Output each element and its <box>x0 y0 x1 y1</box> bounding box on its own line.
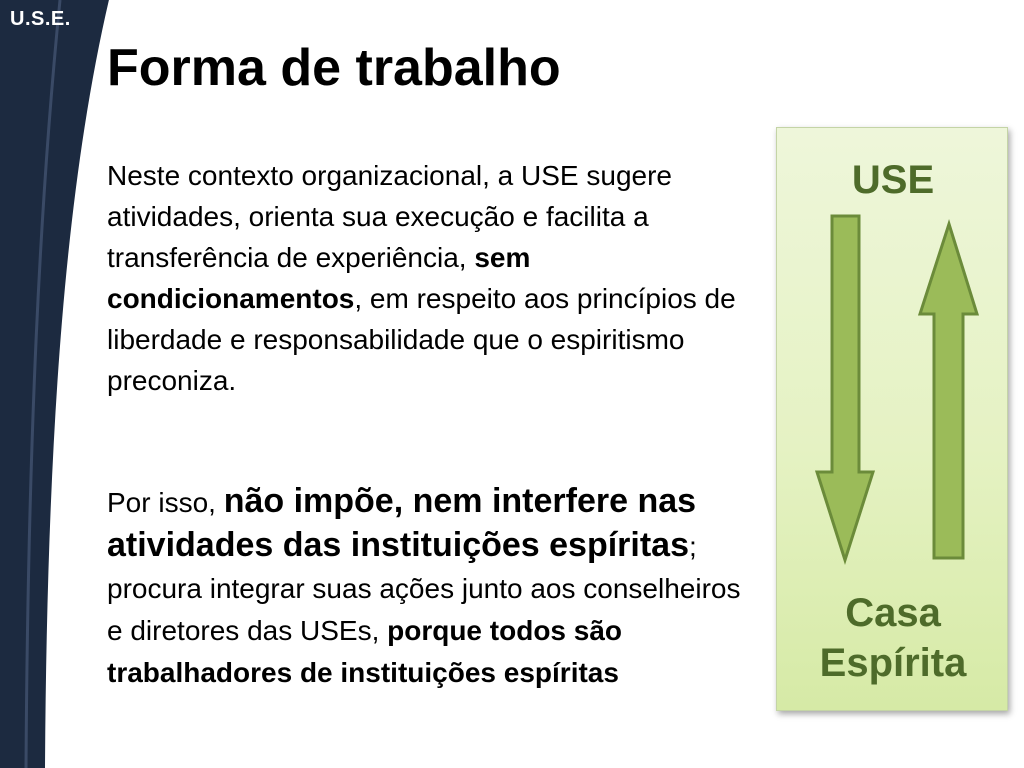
paragraph-context-text-2: , em respeito aos princípios de liberdad… <box>107 283 736 396</box>
casa-label-line-2: Espírita <box>819 641 967 685</box>
arrows-graphic <box>814 214 980 565</box>
paragraph-policy-bold-2: porque todos são trabalhadores de instit… <box>107 615 623 688</box>
paragraph-policy-text-1: Por isso, <box>107 487 224 518</box>
arrow-down-icon <box>814 214 876 565</box>
slide-title: Forma de trabalho <box>107 39 561 97</box>
paragraph-context-bold-1: sem condicionamentos <box>107 242 531 314</box>
use-logo: U.S.E. <box>10 8 71 30</box>
left-decorative-band <box>0 0 115 768</box>
paragraph-policy-text-2: ; procura integrar suas ações junto aos … <box>107 531 741 646</box>
arrow-up-icon <box>917 219 980 560</box>
use-label: USE <box>851 158 935 202</box>
casa-label-line-1: Casa <box>845 591 941 635</box>
paragraph-context-text-1: Neste contexto organizacional, a USE sug… <box>107 160 672 273</box>
paragraph-policy: Por isso, não impõe, nem interfere nas a… <box>107 480 747 694</box>
paragraph-context: Neste contexto organizacional, a USE sug… <box>107 155 747 401</box>
paragraph-policy-bold-1: não impõe, nem interfere nas atividades … <box>107 482 697 564</box>
